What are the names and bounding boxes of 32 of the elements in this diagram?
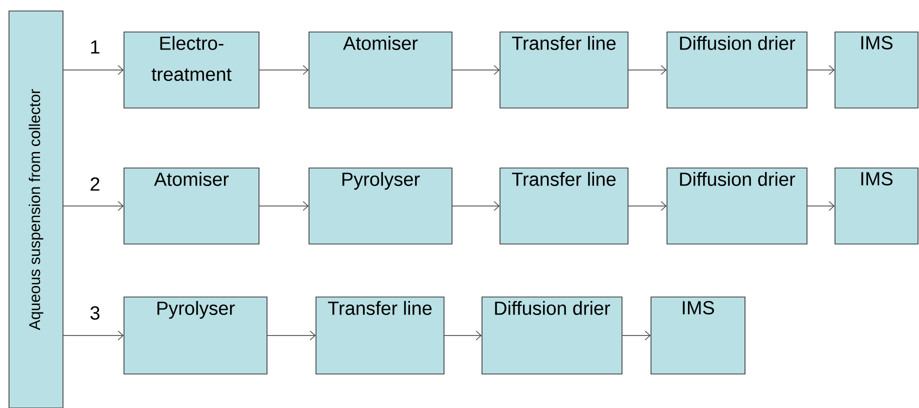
- arrow: [267, 330, 316, 340]
- process-box: Atomiser: [308, 32, 452, 108]
- process-box: Pyrolyser: [308, 168, 452, 244]
- arrow: [444, 330, 482, 340]
- arrow: [807, 201, 835, 211]
- arrow: [807, 65, 835, 75]
- process-box: Transfer line: [500, 168, 628, 244]
- process-box: Atomiser: [124, 168, 260, 244]
- process-box: Diffusion drier: [482, 296, 622, 374]
- branch-number: 1: [91, 40, 100, 54]
- process-box: IMS: [834, 32, 918, 108]
- arrow: [259, 201, 309, 211]
- process-box: IMS: [834, 168, 918, 244]
- process-box: IMS: [650, 296, 746, 374]
- process-box: Transfer line: [316, 296, 444, 374]
- arrow: [622, 330, 651, 340]
- arrow: [63, 330, 124, 340]
- source-bar: Aqueous suspension from collector: [8, 10, 64, 408]
- process-box: Transfer line: [500, 32, 628, 108]
- arrow: [63, 65, 124, 75]
- branch-number: 3: [90, 306, 100, 320]
- arrow: [628, 65, 667, 75]
- process-box: Electro-treatment: [124, 32, 260, 108]
- arrow: [259, 65, 309, 75]
- process-box: Diffusion drier: [666, 32, 808, 108]
- branch-number: 2: [90, 177, 100, 191]
- process-box: Pyrolyser: [124, 296, 268, 374]
- arrow: [452, 201, 500, 211]
- process-box: Diffusion drier: [666, 168, 808, 244]
- arrow: [63, 201, 124, 211]
- arrow: [452, 65, 500, 75]
- arrow: [628, 201, 667, 211]
